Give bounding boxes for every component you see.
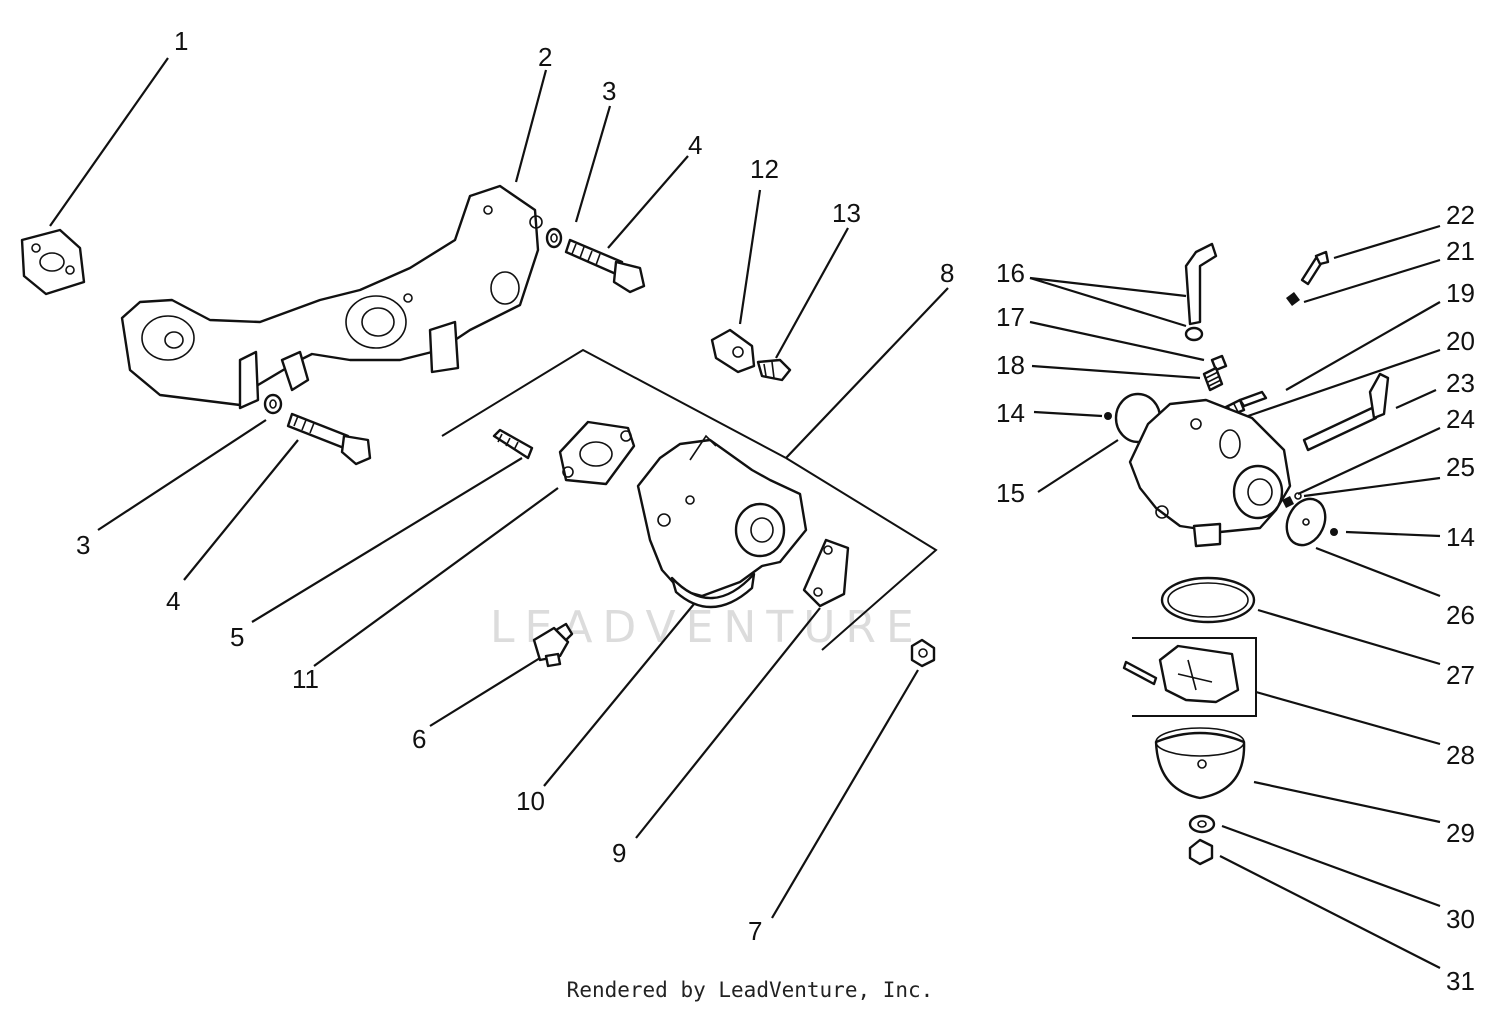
- callout-4-upper: 4: [688, 130, 702, 160]
- callout-4-lower: 4: [166, 586, 180, 616]
- footer-credit: Rendered by LeadVenture, Inc.: [566, 978, 934, 1002]
- part-10-carburetor: [636, 434, 808, 609]
- part-31-bowl-nut: [1188, 838, 1214, 866]
- part-14-screw-right: [1330, 528, 1338, 536]
- callout-3-lower: 3: [76, 530, 90, 560]
- callout-15: 15: [996, 478, 1025, 508]
- callout-28: 28: [1446, 740, 1475, 770]
- callout-30: 30: [1446, 904, 1475, 934]
- part-17-screw: [1210, 354, 1228, 372]
- callout-24: 24: [1446, 404, 1475, 434]
- callout-26: 26: [1446, 600, 1475, 630]
- callout-27: 27: [1446, 660, 1475, 690]
- callout-8: 8: [940, 258, 954, 288]
- callout-14-right: 14: [1446, 522, 1475, 552]
- part-29-float-bowl: [1154, 727, 1246, 800]
- part-18-spring: [1202, 366, 1224, 392]
- callout-18: 18: [996, 350, 1025, 380]
- part-4-bolt-upper: [564, 238, 646, 294]
- part-9-gasket: [802, 538, 850, 608]
- callout-17: 17: [996, 302, 1025, 332]
- part-12-bracket: [710, 328, 756, 374]
- callout-23: 23: [1446, 368, 1475, 398]
- part-13-screw: [756, 358, 792, 382]
- callout-7: 7: [748, 916, 762, 946]
- callout-25: 25: [1446, 452, 1475, 482]
- callout-19: 19: [1446, 278, 1475, 308]
- part-8-assembly-outline: [441, 348, 938, 651]
- carburetor-body: [1128, 398, 1292, 548]
- part-30-washer: [1188, 814, 1216, 834]
- part-7-nut: [910, 638, 936, 668]
- callout-22: 22: [1446, 200, 1475, 230]
- callout-16: 16: [996, 258, 1025, 288]
- callout-29: 29: [1446, 818, 1475, 848]
- callout-labels: 1 2 3 4 12 13 8 3 4 5 11 6 10 9 7 16 17 …: [76, 26, 1475, 996]
- callout-14-left: 14: [996, 398, 1025, 428]
- callout-10: 10: [516, 786, 545, 816]
- part-2-manifold: [120, 184, 543, 410]
- callout-9: 9: [612, 838, 626, 868]
- callout-21: 21: [1446, 236, 1475, 266]
- callout-12: 12: [750, 154, 779, 184]
- part-6-fitting: [532, 622, 574, 668]
- part-23-choke-shaft: [1302, 372, 1390, 452]
- part-22-needle: [1300, 250, 1330, 286]
- part-19-needle: [1238, 390, 1268, 408]
- part-16-shaft: [1184, 242, 1218, 342]
- callout-31: 31: [1446, 966, 1475, 996]
- callout-11: 11: [292, 664, 319, 694]
- part-28-float-assembly: [1122, 637, 1257, 717]
- callout-13: 13: [832, 198, 861, 228]
- part-5-stud: [492, 428, 534, 460]
- callout-20: 20: [1446, 326, 1475, 356]
- callout-5: 5: [230, 622, 244, 652]
- part-4-bolt-lower: [286, 412, 372, 466]
- part-3-washer-upper: [545, 227, 563, 249]
- part-27-o-ring: [1160, 576, 1256, 624]
- part-14-screw-left: [1104, 412, 1112, 420]
- part-24-screw: [1282, 496, 1294, 508]
- callout-1: 1: [174, 26, 188, 56]
- callout-3-upper: 3: [602, 76, 616, 106]
- part-3-washer-lower: [263, 393, 283, 415]
- leader-lines: [49, 57, 1441, 969]
- callout-2: 2: [538, 42, 552, 72]
- part-26-choke-plate: [1285, 497, 1327, 547]
- part-1-gasket: [20, 228, 86, 296]
- callout-6: 6: [412, 724, 426, 754]
- part-21-spring: [1286, 292, 1300, 306]
- part-11-gasket: [558, 420, 636, 486]
